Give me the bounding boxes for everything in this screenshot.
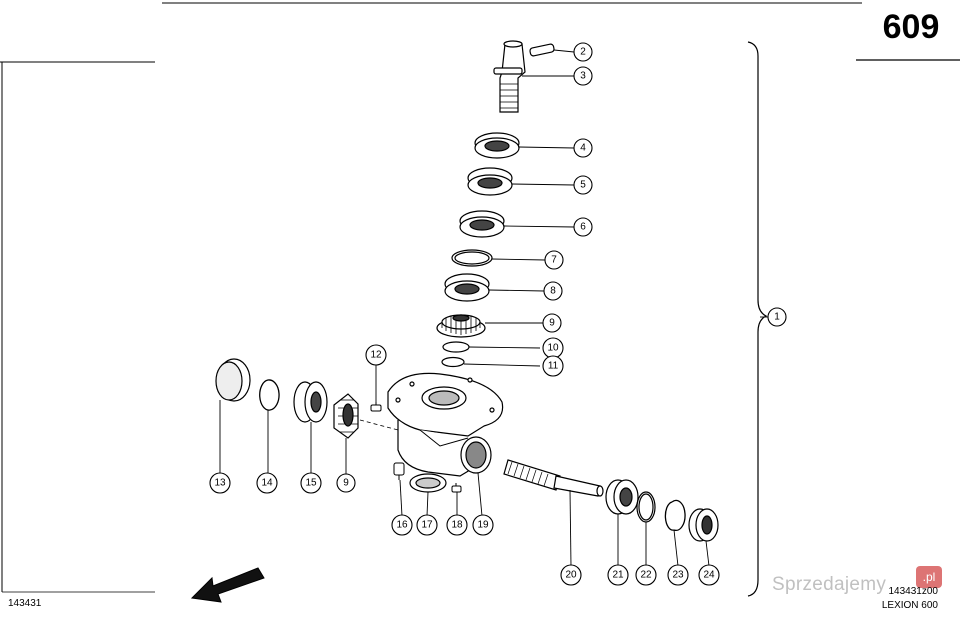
part-cap-13: [215, 358, 251, 402]
callout-label: 20: [565, 570, 577, 581]
part-bearing-8: [444, 273, 490, 302]
part-seal-17: [409, 473, 447, 493]
callout-label: 22: [640, 570, 652, 581]
part-circlip-23: [664, 499, 686, 532]
part-bolt-18: [451, 483, 462, 493]
direction-arrow: [190, 567, 265, 603]
callout-12: 12: [365, 344, 387, 366]
callout-label: 6: [580, 222, 586, 233]
callout-16: 16: [391, 514, 413, 536]
part-bevel-gear-upper: [436, 314, 486, 338]
part-gearbox-housing: [387, 372, 504, 477]
callout-label: 1: [774, 312, 780, 323]
callout-label: 4: [580, 143, 586, 154]
part-ring-10: [442, 341, 470, 353]
callout-3: 3: [573, 66, 593, 86]
callout-17: 17: [416, 514, 438, 536]
callout-label: 8: [550, 286, 556, 297]
callout-label: 17: [421, 520, 433, 531]
part-bolt-12: [370, 402, 382, 412]
callout-1: 1: [767, 307, 787, 327]
callout-14: 14: [256, 472, 278, 494]
callout-label: 12: [370, 350, 382, 361]
part-bearing-5: [467, 167, 513, 196]
callout-22: 22: [635, 564, 657, 586]
callout-9-upper: 9: [542, 313, 562, 333]
drawing-number: 143431: [8, 598, 42, 609]
callout-label: 5: [580, 180, 586, 191]
part-ring-7: [451, 249, 493, 267]
drawing-reference: 143431z00: [888, 586, 939, 597]
callout-label: 15: [305, 478, 317, 489]
callout-20: 20: [560, 564, 582, 586]
part-output-shaft: [503, 459, 604, 497]
callout-8: 8: [543, 281, 563, 301]
callout-label: 11: [548, 361, 559, 372]
callout-15: 15: [300, 472, 322, 494]
callout-10: 10: [542, 337, 564, 359]
part-bearing-15: [293, 381, 328, 423]
callout-23: 23: [667, 564, 689, 586]
callout-9-lower: 9: [336, 473, 356, 493]
callout-label: 13: [214, 478, 226, 489]
model-name: LEXION 600: [881, 600, 938, 611]
part-pin: [529, 43, 555, 57]
callout-2: 2: [573, 42, 593, 62]
callout-label: 9: [549, 318, 555, 329]
callout-label: 9: [343, 478, 349, 489]
watermark-badge: .pl: [916, 566, 942, 588]
callout-18: 18: [446, 514, 468, 536]
callout-label: 24: [703, 570, 715, 581]
callout-label: 3: [580, 71, 586, 82]
callout-label: 19: [477, 520, 489, 531]
callout-label: 14: [261, 478, 273, 489]
callout-21: 21: [607, 564, 629, 586]
callout-label: 18: [451, 520, 463, 531]
part-input-shaft: [493, 40, 526, 113]
callout-5: 5: [573, 175, 593, 195]
callout-11: 11: [542, 355, 564, 377]
part-plug-16: [393, 462, 405, 480]
part-seal-24: [688, 508, 719, 542]
part-bearing-4: [474, 132, 520, 159]
callout-label: 2: [580, 47, 586, 58]
part-bearing-6: [459, 210, 505, 238]
watermark-text: Sprzedajemy: [772, 574, 887, 595]
callout-label: 16: [396, 520, 408, 531]
part-ring-22: [636, 491, 656, 523]
part-bearing-21: [605, 479, 639, 515]
part-ring-11: [441, 356, 465, 368]
callout-label: 7: [551, 255, 557, 266]
callout-7: 7: [544, 250, 564, 270]
part-bevel-gear-lower: [333, 393, 359, 439]
part-circlip-14: [259, 379, 280, 411]
callout-13: 13: [209, 472, 231, 494]
axis-line: [359, 419, 399, 431]
leader-lines: [219, 49, 768, 567]
page-number: 609: [882, 8, 940, 46]
callout-label: 21: [612, 570, 624, 581]
callout-19: 19: [472, 514, 494, 536]
callout-4: 4: [573, 138, 593, 158]
callout-label: 10: [547, 343, 559, 354]
callout-6: 6: [573, 217, 593, 237]
assembly-brace: [747, 41, 768, 597]
callout-24: 24: [698, 564, 720, 586]
callout-label: 23: [672, 570, 684, 581]
